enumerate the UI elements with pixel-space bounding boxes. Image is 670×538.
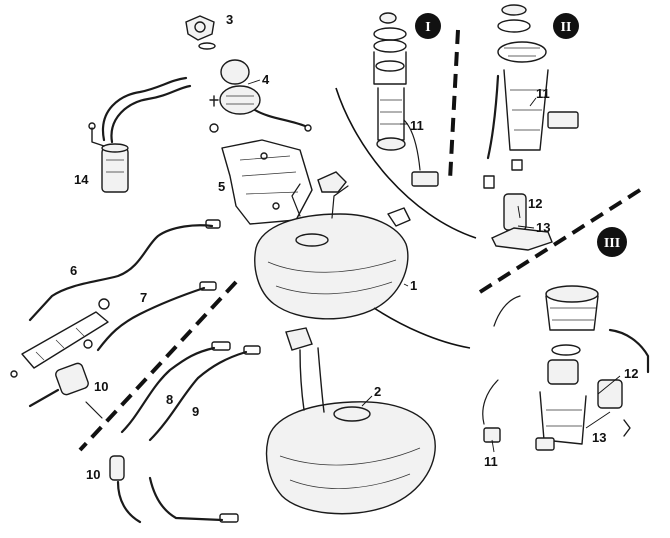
callout-14: 14: [74, 172, 89, 187]
callout-5: 5: [218, 179, 225, 194]
view-marker-II: II: [553, 13, 579, 39]
detail-sweep-lower: [373, 307, 471, 349]
callout-11-detail-I: 11: [410, 118, 424, 133]
section-divider-left: [78, 280, 238, 452]
fuel-tank-1: [254, 183, 411, 320]
callout-9: 9: [192, 404, 199, 419]
fuel-filter-10-upper: [28, 362, 103, 419]
callout-11-detail-II: 11: [536, 86, 550, 101]
pump-module-4: [209, 59, 312, 133]
fuel-line-6: [28, 219, 221, 322]
detail-sweep-upper: [335, 87, 477, 239]
view-marker-II-label: II: [561, 20, 572, 35]
fuel-filter-10-lower: [109, 455, 239, 524]
view-marker-III: III: [597, 227, 627, 257]
fuel-filter-14: [88, 76, 192, 193]
callout-13-detail-II: 13: [536, 220, 550, 235]
fuel-tank-2: [265, 327, 436, 515]
bracket-5: [221, 139, 347, 225]
filter-mount-bracket: [10, 298, 110, 378]
callout-3: 3: [226, 12, 233, 27]
callout-7: 7: [140, 290, 147, 305]
section-divider-right: [478, 188, 642, 294]
callout-4: 4: [262, 72, 270, 87]
detail-III-pump-module: [482, 285, 650, 451]
fuel-line-7: [96, 281, 217, 352]
detail-I-pump-module: [373, 12, 439, 187]
callout-10-lower: 10: [86, 467, 100, 482]
detail-II-pump-module: [483, 4, 579, 251]
callout-12-detail-II: 12: [528, 196, 542, 211]
view-marker-I: I: [415, 13, 441, 39]
callout-10-upper: 10: [94, 379, 108, 394]
callout-6: 6: [70, 263, 77, 278]
callout-2: 2: [374, 384, 381, 399]
callout-11-detail-III: 11: [484, 454, 498, 469]
leader-lines: [247, 79, 621, 453]
sender-cap-3: [185, 15, 216, 50]
callout-13-detail-III: 13: [592, 430, 606, 445]
view-marker-I-label: I: [425, 20, 430, 35]
callout-1: 1: [410, 278, 417, 293]
callout-8: 8: [166, 392, 173, 407]
callout-12-detail-III: 12: [624, 366, 638, 381]
section-divider-top: [448, 29, 460, 181]
view-marker-III-label: III: [604, 236, 620, 251]
fuel-line-9: [148, 345, 261, 442]
fuel-line-8: [120, 341, 231, 434]
